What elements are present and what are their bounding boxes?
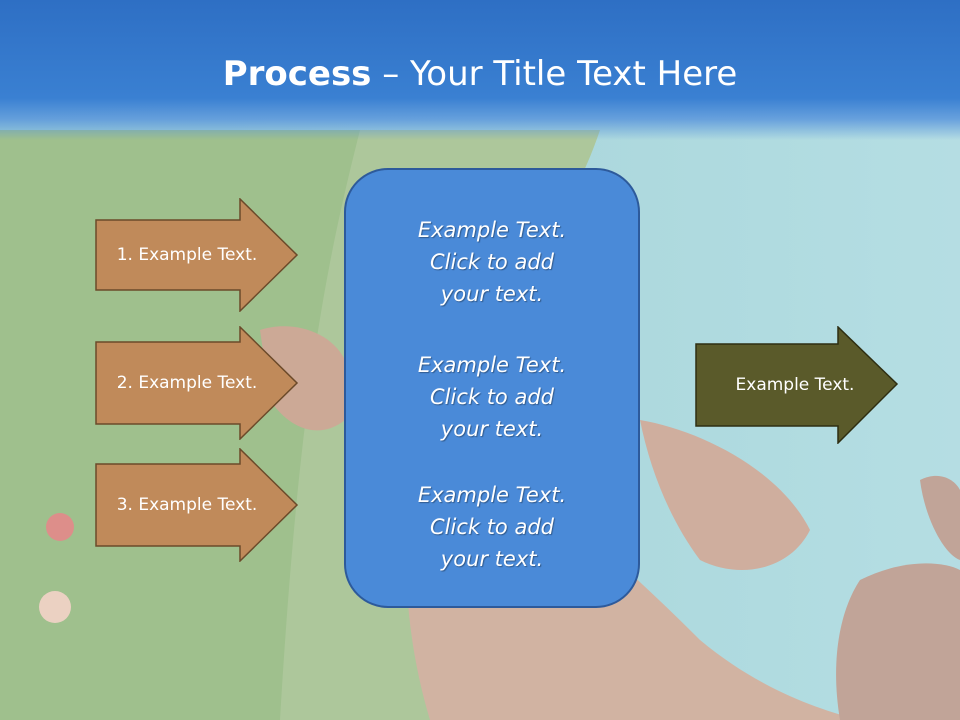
process-arrow-label: 1. Example Text.: [116, 245, 258, 265]
text-line: your text.: [440, 417, 544, 441]
text-line: Example Text.: [417, 483, 567, 507]
center-text-block-2: Example Text. Click to add your text.: [346, 349, 638, 445]
text-line: Click to add: [429, 515, 554, 539]
center-text-block-1: Example Text. Click to add your text.: [346, 214, 638, 310]
text-line: Example Text.: [417, 353, 567, 377]
process-arrow-1[interactable]: 1. Example Text.: [95, 198, 299, 312]
process-arrow-label: 2. Example Text.: [116, 373, 258, 393]
result-arrow[interactable]: Example Text.: [695, 326, 899, 444]
text-line: Click to add: [429, 250, 554, 274]
process-arrow-2[interactable]: 2. Example Text.: [95, 326, 299, 440]
result-arrow-label: Example Text.: [735, 375, 855, 395]
title-bold: Process: [222, 54, 372, 94]
center-text-box[interactable]: Example Text. Click to add your text. Ex…: [344, 168, 640, 608]
process-arrow-3[interactable]: 3. Example Text.: [95, 448, 299, 562]
title-bar: [0, 0, 960, 140]
text-line: your text.: [440, 282, 544, 306]
title-rest: – Your Title Text Here: [371, 54, 738, 94]
text-line: Click to add: [429, 385, 554, 409]
center-text-block-3: Example Text. Click to add your text.: [346, 479, 638, 575]
text-line: Example Text.: [417, 218, 567, 242]
text-line: your text.: [440, 547, 544, 571]
slide-title[interactable]: Process – Your Title Text Here: [0, 52, 960, 96]
process-arrow-label: 3. Example Text.: [116, 495, 258, 515]
